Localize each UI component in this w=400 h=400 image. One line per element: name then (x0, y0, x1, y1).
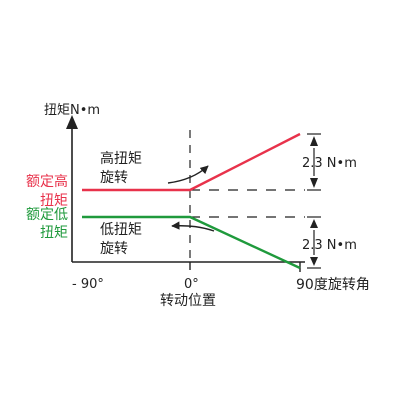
low-torque-text-line1: 低扭矩 (100, 222, 142, 238)
lower-dimension-marker (307, 216, 321, 269)
low-rotation-arrow-icon (171, 221, 215, 232)
rated-low-label-line1: 额定低 (26, 207, 68, 223)
y-axis-label: 扭矩N•m (44, 103, 100, 118)
y-axis-arrow-icon (66, 115, 78, 129)
high-torque-text-line1: 高扭矩 (100, 150, 142, 167)
rated-high-label-line1: 额定高 (26, 173, 68, 190)
tick-minus90-label: - 90° (72, 277, 104, 292)
high-rotation-arrow-icon (167, 165, 209, 184)
low-torque-curve (82, 215, 301, 270)
x-axis-label: 转动位置 (160, 293, 216, 309)
torque-delta-upper-label: 2.3 N•m (302, 156, 357, 171)
upper-dimension-marker (307, 133, 321, 191)
torque-delta-lower-label: 2.3 N•m (302, 238, 357, 253)
tick-zero-label: 0° (184, 277, 199, 292)
rated-low-label-line2: 扭矩 (40, 225, 68, 241)
rated-high-label-line2: 扭矩 (40, 193, 68, 209)
low-torque-text-line2: 旋转 (100, 241, 128, 257)
end-angle-label: 90度旋转角 (296, 277, 370, 293)
high-torque-curve (82, 132, 301, 192)
axes (71, 125, 305, 263)
high-torque-text-line2: 旋转 (100, 170, 128, 186)
